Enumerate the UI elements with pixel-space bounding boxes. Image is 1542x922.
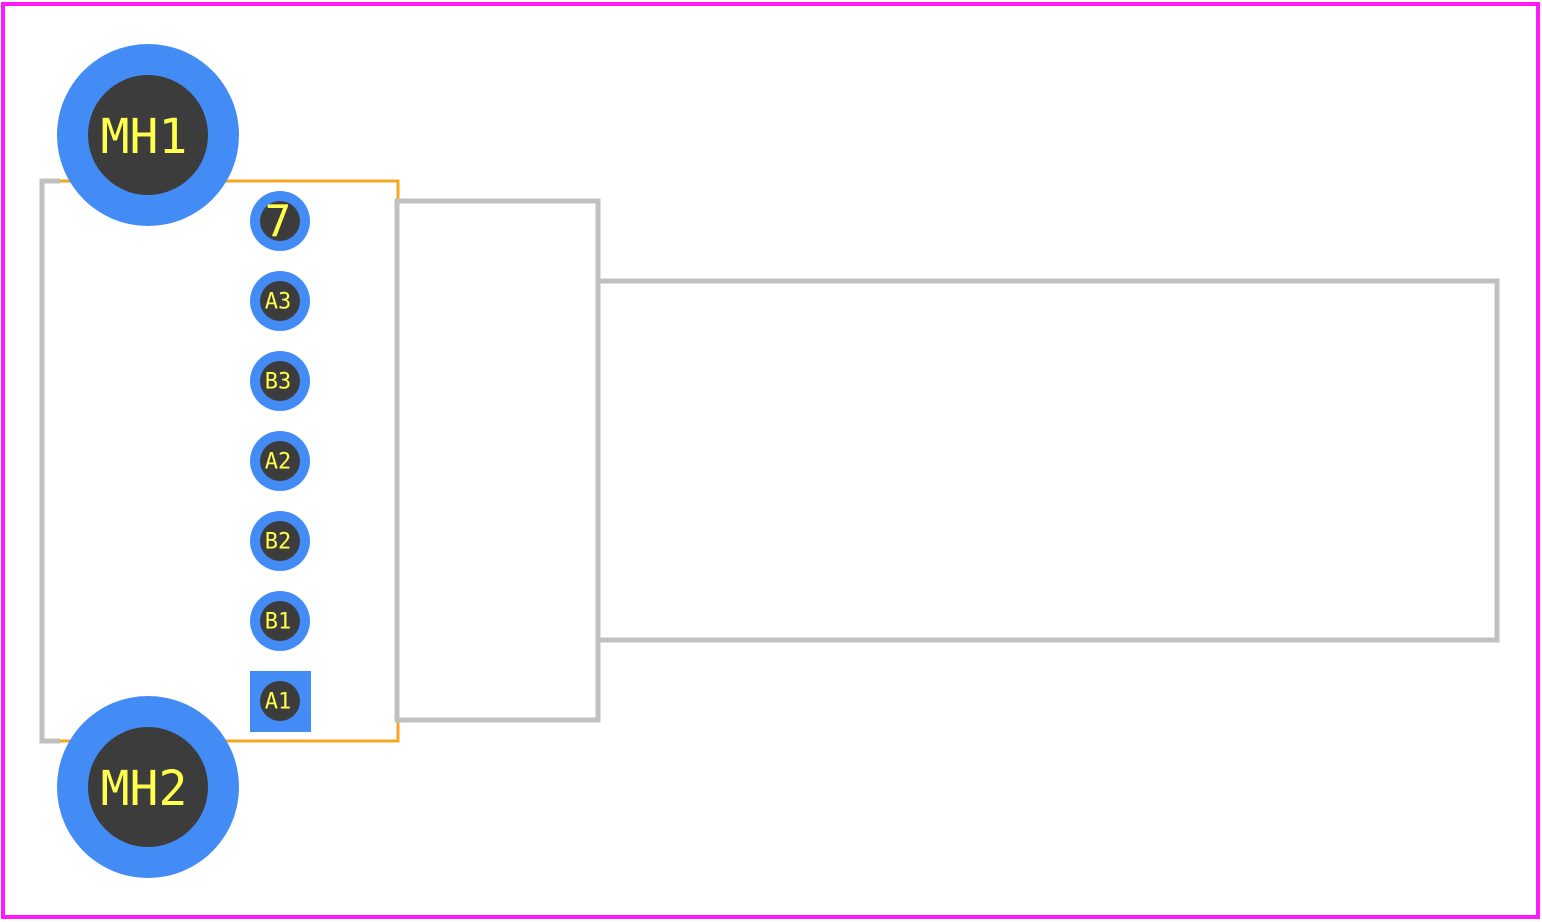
pad-label: 7 bbox=[265, 197, 292, 248]
silkscreen-left-outline bbox=[39, 178, 60, 744]
pad-drill bbox=[260, 441, 300, 481]
pad-drill bbox=[260, 681, 300, 721]
pad-drill bbox=[260, 521, 300, 561]
hole-drill bbox=[88, 75, 208, 195]
mounting-hole-mh1: MH1 bbox=[57, 44, 239, 226]
pad-label: B1 bbox=[265, 610, 292, 635]
pad-b1: B1 bbox=[250, 591, 310, 651]
pad-b2: B2 bbox=[250, 511, 310, 571]
silkscreen-cable-outline bbox=[598, 278, 1500, 643]
pad-label: A3 bbox=[265, 290, 292, 315]
hole-drill bbox=[88, 727, 208, 847]
pad-label: A1 bbox=[265, 690, 292, 715]
pad-a2: A2 bbox=[250, 431, 310, 491]
hole-label: MH1 bbox=[101, 109, 188, 165]
pad-b3: B3 bbox=[250, 351, 310, 411]
mounting-hole-mh2: MH2 bbox=[57, 696, 239, 878]
silkscreen-connector-body bbox=[394, 198, 601, 723]
pad-label: B3 bbox=[265, 370, 292, 395]
pad-drill bbox=[260, 201, 300, 241]
hole-label: MH2 bbox=[101, 761, 188, 817]
pad-drill bbox=[260, 601, 300, 641]
pad-7: 7 bbox=[250, 191, 310, 251]
pad-a1: A1 bbox=[250, 671, 311, 732]
pad-drill bbox=[260, 361, 300, 401]
pad-a3: A3 bbox=[250, 271, 310, 331]
pad-label: B2 bbox=[265, 530, 292, 555]
pad-label: A2 bbox=[265, 450, 292, 475]
pad-drill bbox=[260, 281, 300, 321]
